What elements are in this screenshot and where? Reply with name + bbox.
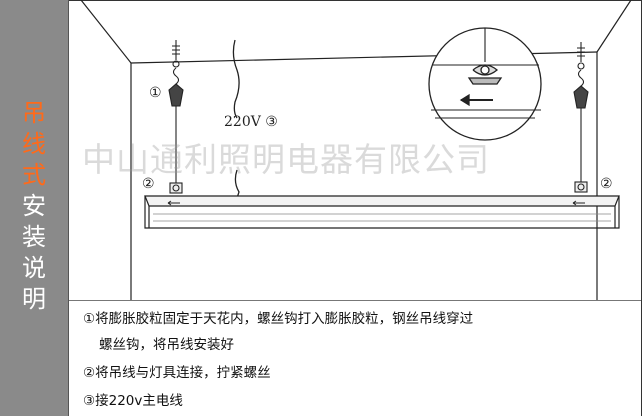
title-char: 明 <box>22 285 46 313</box>
instruction-notes: ①将膨胀胶粒固定于天花内，螺丝钩打入膨胀胶粒，钢丝吊线穿过 螺丝钩，将吊线安装好… <box>69 300 641 416</box>
note-step-2: ②将吊线与灯具连接，拧紧螺丝 <box>83 365 271 381</box>
voltage-label: 220V ③ <box>224 114 278 130</box>
title-accent: 吊 线 式 <box>0 98 68 191</box>
title-rest: 安 装 说 明 <box>0 191 68 315</box>
title-char: 线 <box>22 130 46 158</box>
title-char: 装 <box>22 223 46 251</box>
detail-zoom-circle <box>428 27 542 141</box>
ceiling-edge-right <box>596 0 632 53</box>
title-char: 说 <box>22 254 46 282</box>
lamp-fixture <box>144 195 620 229</box>
left-hanger <box>168 40 184 194</box>
note-step-1-cont: 螺丝钩，将吊线安装好 <box>99 337 234 353</box>
company-watermark: 中山通利照明电器有限公司 <box>82 140 490 179</box>
installation-diagram: ① ② ② 220V ③ <box>80 0 632 300</box>
title-char: 式 <box>22 161 46 189</box>
callout-2-right: ② <box>600 176 613 192</box>
callout-2-left: ② <box>142 176 155 192</box>
power-cable <box>232 39 240 199</box>
note-step-3: ③接220v主电线 <box>83 393 183 409</box>
sidebar-title-panel: 吊 线 式 安 装 说 明 <box>0 0 69 416</box>
callout-1: ① <box>149 85 162 101</box>
note-step-1: ①将膨胀胶粒固定于天花内，螺丝钩打入膨胀胶粒，钢丝吊线穿过 <box>83 311 474 327</box>
ceiling-edge-left <box>80 0 132 64</box>
title-char: 安 <box>22 192 46 220</box>
right-hanger <box>573 42 589 193</box>
title-char: 吊 <box>22 99 46 127</box>
